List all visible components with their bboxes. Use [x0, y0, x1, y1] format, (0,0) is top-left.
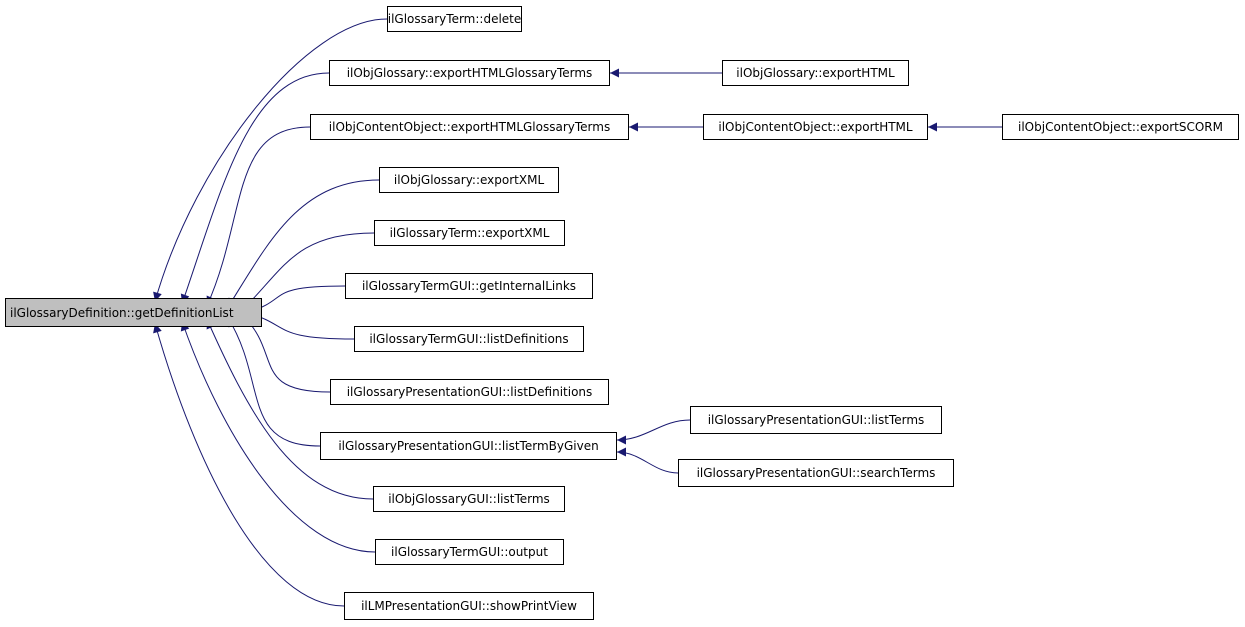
edge-n11-to-root: [180, 321, 376, 553]
node-objcontentobject-exporthtml[interactable]: ilObjContentObject::exportHTML: [703, 114, 928, 140]
edge-n10-to-root: [206, 319, 374, 500]
node-glossarytermgui-output[interactable]: ilGlossaryTermGUI::output: [375, 539, 564, 565]
node-glossaryterm-delete[interactable]: ilGlossaryTerm::delete: [387, 6, 522, 32]
node-objglossary-exporthtml[interactable]: ilObjGlossary::exportHTML: [722, 60, 909, 86]
node-objcontentobject-exporthtmlglossaryterms[interactable]: ilObjContentObject::exportHTMLGlossaryTe…: [310, 114, 629, 140]
edge-n9-to-root: [227, 317, 321, 447]
node-glossarypresentationgui-listtermbygiven[interactable]: ilGlossaryPresentationGUI::listTermByGiv…: [320, 432, 617, 460]
edge-n1-to-root: [153, 18, 388, 302]
edge-n17-to-n9: [616, 447, 679, 474]
node-objglossary-exportxml[interactable]: ilObjGlossary::exportXML: [379, 167, 559, 193]
node-objglossarygui-listterms[interactable]: ilObjGlossaryGUI::listTerms: [373, 486, 565, 512]
node-glossarytermgui-listdefinitions[interactable]: ilGlossaryTermGUI::listDefinitions: [354, 326, 584, 352]
edge-n7-to-root: [250, 311, 355, 340]
edge-n2-to-root: [180, 72, 330, 304]
node-glossarypresentationgui-searchterms[interactable]: ilGlossaryPresentationGUI::searchTerms: [678, 459, 954, 487]
node-lmpresentationgui-showprintview[interactable]: ilLMPresentationGUI::showPrintView: [344, 592, 594, 620]
edge-n12-to-root: [153, 323, 345, 607]
node-glossarytermgui-getinternallinks[interactable]: ilGlossaryTermGUI::getInternalLinks: [345, 273, 593, 299]
edge-n6-to-root: [250, 285, 346, 314]
node-root-function: ilGlossaryDefinition::getDefinitionList: [5, 298, 262, 327]
edge-n16-to-n9: [616, 419, 691, 445]
node-glossarypresentationgui-listdefinitions[interactable]: ilGlossaryPresentationGUI::listDefinitio…: [330, 379, 609, 405]
edge-n4-to-root: [227, 179, 380, 308]
edge-n8-to-root: [242, 315, 331, 393]
node-glossarypresentationgui-listterms[interactable]: ilGlossaryPresentationGUI::listTerms: [690, 406, 942, 434]
node-objcontentobject-exportscorm[interactable]: ilObjContentObject::exportSCORM: [1002, 114, 1239, 140]
node-glossaryterm-exportxml[interactable]: ilGlossaryTerm::exportXML: [374, 220, 565, 246]
edge-n5-to-root: [242, 232, 375, 310]
edge-n3-to-root: [206, 126, 311, 306]
node-objglossary-exporthtmlglossaryterms[interactable]: ilObjGlossary::exportHTMLGlossaryTerms: [329, 60, 610, 86]
